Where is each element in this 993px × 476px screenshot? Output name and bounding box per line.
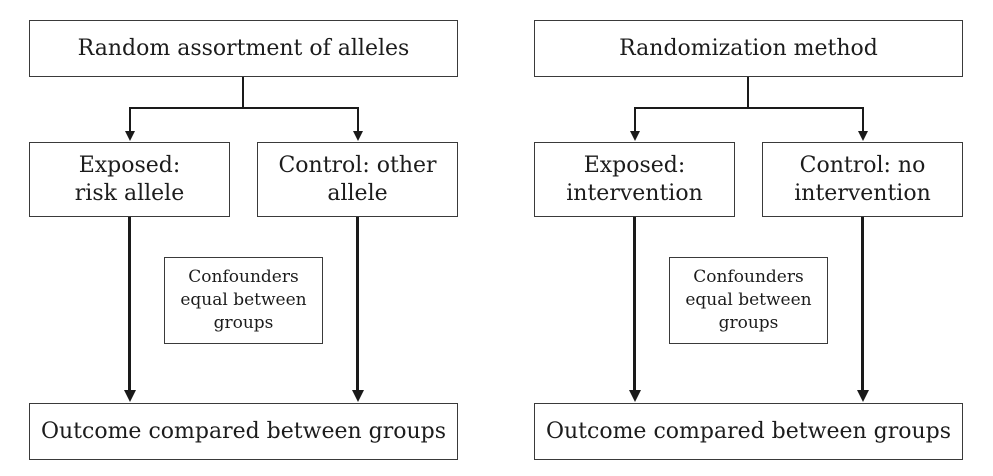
arrow-exposed-to-outcome [128,217,131,391]
arrowhead-to-control [353,131,363,141]
connector-branch-bar [634,107,864,109]
arrowhead-exposed-outcome [123,390,136,402]
exposed-box: Exposed: risk allele [29,142,230,217]
arrowhead-exposed-outcome [628,390,641,402]
arrowhead-control-outcome [351,390,364,402]
panel-mendelian-randomization: Random assortment of alleles Exposed: ri… [29,0,458,476]
arrow-control-to-outcome [861,217,864,391]
source-box: Randomization method [534,20,963,77]
arrowhead-to-control [858,131,868,141]
connector-branch-right [357,107,359,132]
arrow-exposed-to-outcome [633,217,636,391]
connector-branch-left [129,107,131,132]
confounders-box: Confounders equal between groups [164,257,323,344]
connector-stem [242,77,244,108]
outcome-box: Outcome compared between groups [29,403,458,460]
panel-randomized-trial: Randomization method Exposed: interventi… [534,0,963,476]
arrowhead-to-exposed [125,131,135,141]
arrow-control-to-outcome [356,217,359,391]
confounders-box: Confounders equal between groups [669,257,828,344]
exposed-box: Exposed: intervention [534,142,735,217]
arrowhead-control-outcome [856,390,869,402]
source-box: Random assortment of alleles [29,20,458,77]
outcome-box: Outcome compared between groups [534,403,963,460]
arrowhead-to-exposed [630,131,640,141]
connector-stem [747,77,749,108]
connector-branch-right [862,107,864,132]
connector-branch-left [634,107,636,132]
control-box: Control: no intervention [762,142,963,217]
control-box: Control: other allele [257,142,458,217]
connector-branch-bar [129,107,359,109]
